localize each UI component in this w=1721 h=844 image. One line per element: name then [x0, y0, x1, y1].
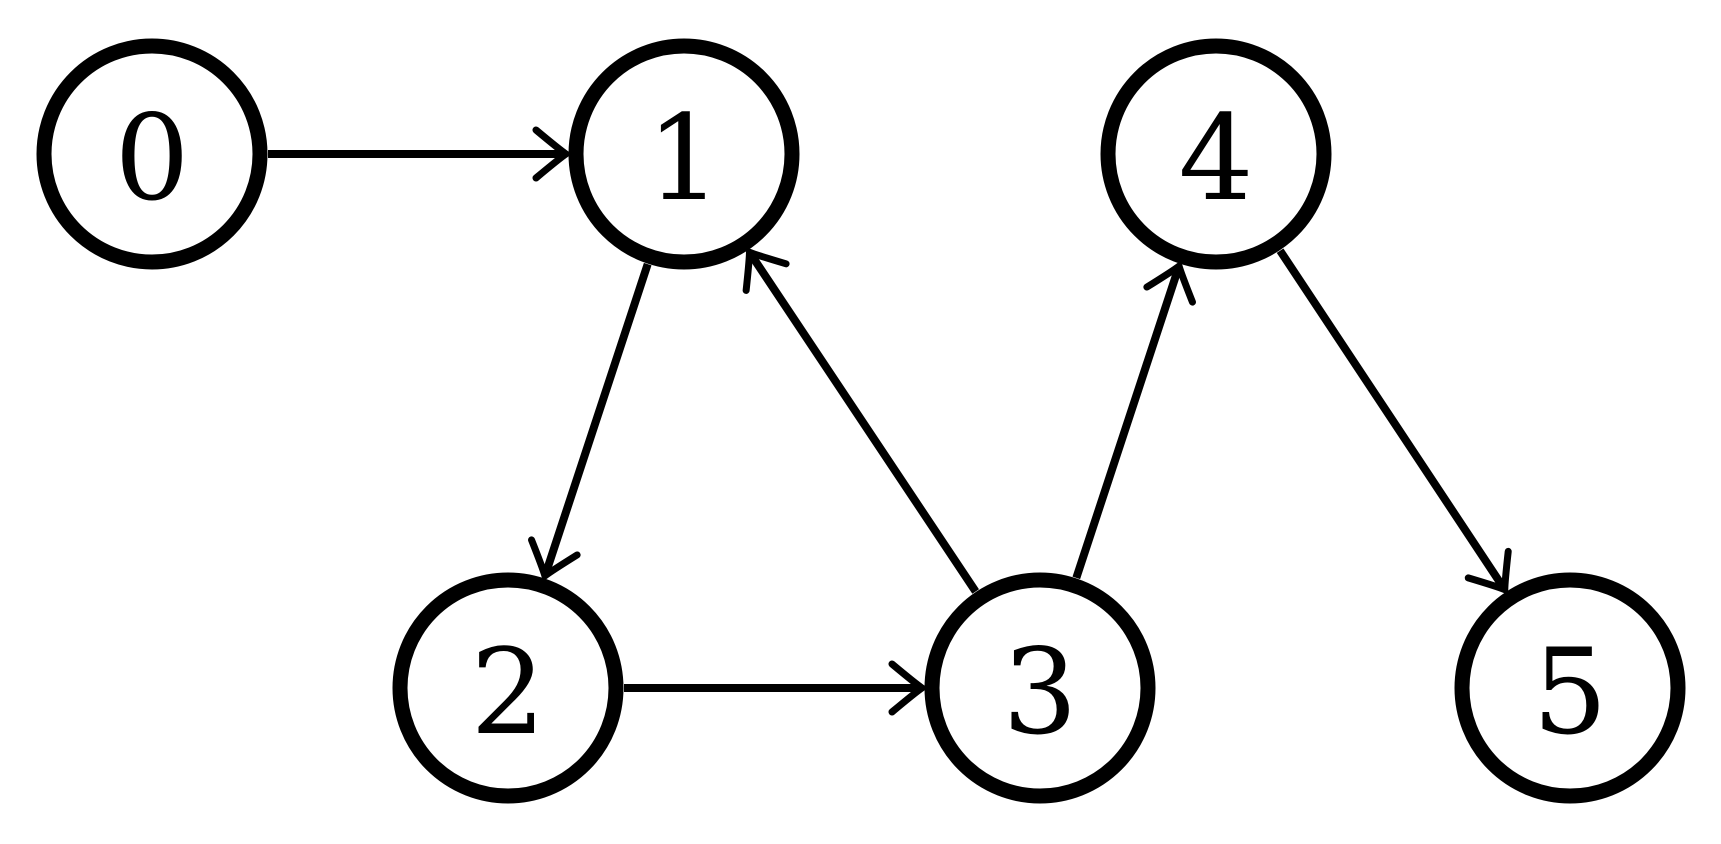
- node-2-circle: [392, 572, 624, 804]
- edge-0-1-arrowhead: [532, 126, 570, 182]
- edge-1-2-line: [542, 262, 652, 575]
- edges-layer: [268, 126, 1512, 716]
- node-1-label: 1: [646, 89, 721, 227]
- node-3-circle: [924, 572, 1156, 804]
- node-3-label: 3: [1002, 623, 1077, 761]
- edge-4-5-arrowhead: [1464, 547, 1512, 594]
- edge-3-1-arrowhead: [742, 248, 790, 294]
- node-2-label: 2: [470, 623, 545, 761]
- node-4: 4: [1100, 38, 1332, 270]
- node-5-circle: [1454, 572, 1686, 804]
- nodes-layer: 0 1 2 3 4 5: [36, 38, 1686, 804]
- node-3: 3: [924, 572, 1156, 804]
- node-1: 1: [568, 38, 800, 270]
- edge-2-3: [624, 660, 926, 716]
- edge-3-1-line: [747, 252, 979, 594]
- edge-3-4: [1072, 262, 1196, 580]
- node-0: 0: [36, 38, 268, 270]
- node-2: 2: [392, 572, 624, 804]
- node-0-circle: [36, 38, 268, 270]
- node-4-circle: [1100, 38, 1332, 270]
- edge-3-1: [742, 248, 979, 594]
- edge-3-4-line: [1072, 267, 1182, 580]
- edge-1-2: [528, 262, 652, 580]
- edge-2-3-arrowhead: [888, 660, 926, 716]
- node-5: 5: [1454, 572, 1686, 804]
- node-5-label: 5: [1532, 623, 1607, 761]
- edge-3-4-arrowhead: [1143, 262, 1196, 306]
- edge-4-5: [1276, 248, 1512, 594]
- node-1-circle: [568, 38, 800, 270]
- node-4-label: 4: [1178, 89, 1253, 227]
- edge-1-2-arrowhead: [528, 536, 581, 580]
- edge-0-1: [268, 126, 570, 182]
- node-0-label: 0: [114, 89, 189, 227]
- edge-4-5-line: [1276, 248, 1507, 590]
